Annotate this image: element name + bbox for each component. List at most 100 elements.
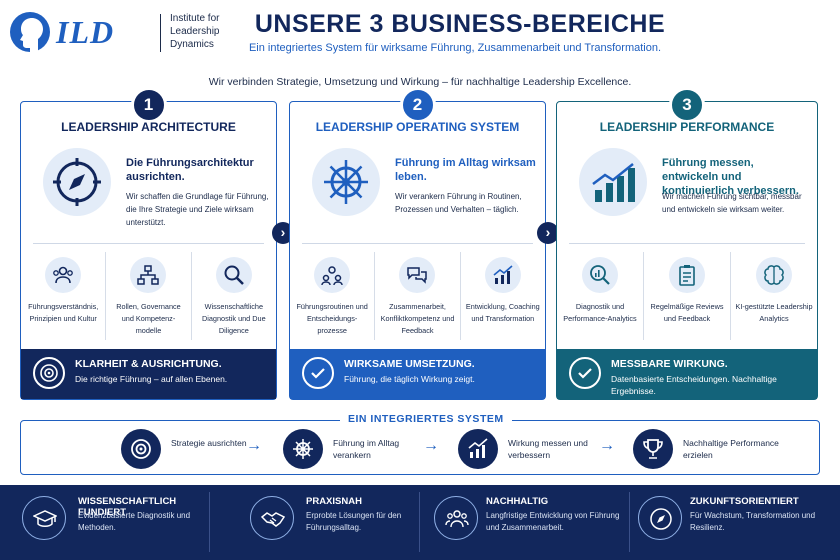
item-label: Entwicklung, Coaching und Transformation <box>465 302 540 323</box>
graduation-cap-icon <box>22 496 66 540</box>
system-title: EIN INTEGRIERTES SYSTEM <box>340 413 512 425</box>
column-items: Führungsroutinen und Entscheidungs-proze… <box>290 252 545 340</box>
institute-name: Institute for Leadership Dynamics <box>170 13 220 50</box>
column-leadership-operating-system: 2 LEADERSHIP OPERATING SYSTEM Führung im… <box>289 87 546 400</box>
pillar-text: Evidenzbasierte Diagnostik und Methoden. <box>78 511 191 532</box>
growth-chart-icon <box>458 429 498 469</box>
divider <box>33 243 264 244</box>
column-footer: MESSBARE WIRKUNG. Datenbasierte Entschei… <box>557 349 817 399</box>
column-number: 3 <box>669 87 705 123</box>
column-title: LEADERSHIP OPERATING SYSTEM <box>315 120 520 134</box>
pillar-text: Für Wachstum, Transformation und Resilie… <box>690 511 816 532</box>
team-icon <box>314 257 351 293</box>
pillar-text: Erprobte Lösungen für den Führungsalltag… <box>306 511 402 532</box>
column-leadership-architecture: 1 LEADERSHIP ARCHITECTURE Die Führungsar… <box>20 87 277 400</box>
value-pillar: ZUKUNFTSORIENTIERT Für Wachstum, Transfo… <box>630 492 840 552</box>
tagline: Wir verbinden Strategie, Umsetzung und W… <box>208 76 632 88</box>
clipboard-icon <box>669 257 705 293</box>
footer-text: Die richtige Führung – auf allen Ebenen. <box>75 374 228 384</box>
trophy-icon <box>633 429 673 469</box>
group-icon <box>434 496 478 540</box>
column-title: LEADERSHIP PERFORMANCE <box>599 120 775 134</box>
column-items: Führungsverständnis, Prinzipien und Kult… <box>21 252 276 340</box>
arrow-right-icon: → <box>423 437 439 454</box>
column-title: LEADERSHIP ARCHITECTURE <box>61 120 236 134</box>
org-chart-icon <box>130 257 167 293</box>
pillar-text: Langfristige Entwicklung von Führung und… <box>486 511 620 532</box>
item-label: Diagnostik und Performance-Analytics <box>563 302 637 323</box>
magnifier-icon <box>215 257 252 293</box>
pillar-title: NACHHALTIG <box>486 496 549 507</box>
step-label: Nachhaltige Performance erzielen <box>683 438 779 460</box>
check-circle-icon <box>302 357 334 389</box>
check-circle-icon <box>569 357 601 389</box>
handshake-icon <box>250 496 294 540</box>
item-label: Wissenschaftliche Diagnostik und Due Dil… <box>201 302 266 335</box>
item-label: Rollen, Governance und Kompetenz-modelle <box>116 302 181 335</box>
page-subtitle: Ein integriertes System für wirksame Füh… <box>248 42 662 54</box>
item-label: Führungsverständnis, Prinzipien und Kult… <box>28 302 99 323</box>
logo-letters: ILD <box>56 14 115 50</box>
divider <box>569 243 805 244</box>
target-icon <box>121 429 161 469</box>
item-label: Führungsroutinen und Entscheidungs-proze… <box>296 302 368 335</box>
list-item: Wissenschaftliche Diagnostik und Due Dil… <box>192 252 276 340</box>
target-icon <box>33 357 65 389</box>
pillar-title: ZUKUNFTSORIENTIERT <box>690 496 799 507</box>
chat-bubbles-icon <box>399 257 436 293</box>
column-description: Wir schaffen die Grundlage für Führung, … <box>126 192 269 227</box>
values-band: WISSENSCHAFTLICH FUNDIERT Evidenzbasiert… <box>0 485 840 560</box>
footer-text: Datenbasierte Entscheidungen. Nachhaltig… <box>611 374 777 396</box>
logo-divider <box>160 14 161 52</box>
compass-icon <box>638 496 682 540</box>
value-pillar: NACHHALTIG Langfristige Entwicklung von … <box>420 492 630 552</box>
list-item: Entwicklung, Coaching und Transformation <box>461 252 545 340</box>
list-item: Diagnostik und Performance-Analytics <box>557 252 644 340</box>
column-description: Wir verankern Führung in Routinen, Proze… <box>395 192 522 214</box>
footer-title: MESSBARE WIRKUNG. <box>611 358 728 370</box>
item-label: Zusammenarbeit, Konfliktkompetenz und Fe… <box>380 302 455 335</box>
chevron-right-icon: › <box>272 222 294 244</box>
column-headline: Die Führungsarchitektur ausrichten. <box>126 157 254 183</box>
value-pillar: PRAXISNAH Erprobte Lösungen für den Führ… <box>210 492 420 552</box>
head-profile-logo-icon <box>10 12 50 52</box>
analytics-magnifier-icon <box>582 257 618 293</box>
step-label: Wirkung messen und verbessern <box>508 438 588 460</box>
page-title: UNSERE 3 BUSINESS-BEREICHE <box>254 10 666 38</box>
people-icon <box>45 257 82 293</box>
chevron-right-icon: › <box>537 222 559 244</box>
integrated-system-flow: Strategie ausrichten → Führung im Alltag… <box>20 420 820 475</box>
column-footer: WIRKSAME UMSETZUNG. Führung, die täglich… <box>290 349 545 399</box>
pillar-title: WISSENSCHAFTLICH FUNDIERT <box>78 496 177 518</box>
list-item: Rollen, Governance und Kompetenz-modelle <box>106 252 192 340</box>
compass-icon <box>43 148 111 216</box>
bar-chart-icon <box>579 148 647 216</box>
item-label: KI-gestützte Leadership Analytics <box>735 302 813 323</box>
list-item: Zusammenarbeit, Konfliktkompetenz und Fe… <box>375 252 461 340</box>
footer-text: Führung, die täglich Wirkung zeigt. <box>344 374 475 384</box>
pillar-title: PRAXISNAH <box>306 496 362 507</box>
column-footer: KLARHEIT & AUSRICHTUNG. Die richtige Füh… <box>21 349 276 399</box>
value-pillar: WISSENSCHAFTLICH FUNDIERT Evidenzbasiert… <box>0 492 210 552</box>
column-headline: Führung messen, entwickeln und kontinuie… <box>662 157 799 197</box>
arrow-right-icon: → <box>599 437 615 454</box>
list-item: KI-gestützte Leadership Analytics <box>731 252 817 340</box>
column-leadership-performance: 3 LEADERSHIP PERFORMANCE Führung messen,… <box>556 87 818 400</box>
list-item: Führungsroutinen und Entscheidungs-proze… <box>290 252 376 340</box>
column-items: Diagnostik und Performance-Analytics Reg… <box>557 252 817 340</box>
list-item: Führungsverständnis, Prinzipien und Kult… <box>21 252 107 340</box>
item-label: Regelmäßige Reviews und Feedback <box>650 302 724 323</box>
column-description: Wir machen Führung sichtbar, messbar und… <box>662 192 802 214</box>
footer-title: KLARHEIT & AUSRICHTUNG. <box>75 358 222 370</box>
divider <box>302 243 533 244</box>
brain-icon <box>756 257 792 293</box>
ild-logo: ILD Institute for Leadership Dynamics <box>10 12 236 54</box>
growth-chart-icon <box>484 257 521 293</box>
step-label: Führung im Alltag verankern <box>333 438 400 460</box>
ship-wheel-icon <box>312 148 380 216</box>
list-item: Regelmäßige Reviews und Feedback <box>644 252 731 340</box>
arrow-right-icon: → <box>246 437 262 454</box>
column-headline: Führung im Alltag wirksam leben. <box>395 157 536 183</box>
footer-title: WIRKSAME UMSETZUNG. <box>344 358 475 370</box>
column-number: 1 <box>130 87 167 123</box>
